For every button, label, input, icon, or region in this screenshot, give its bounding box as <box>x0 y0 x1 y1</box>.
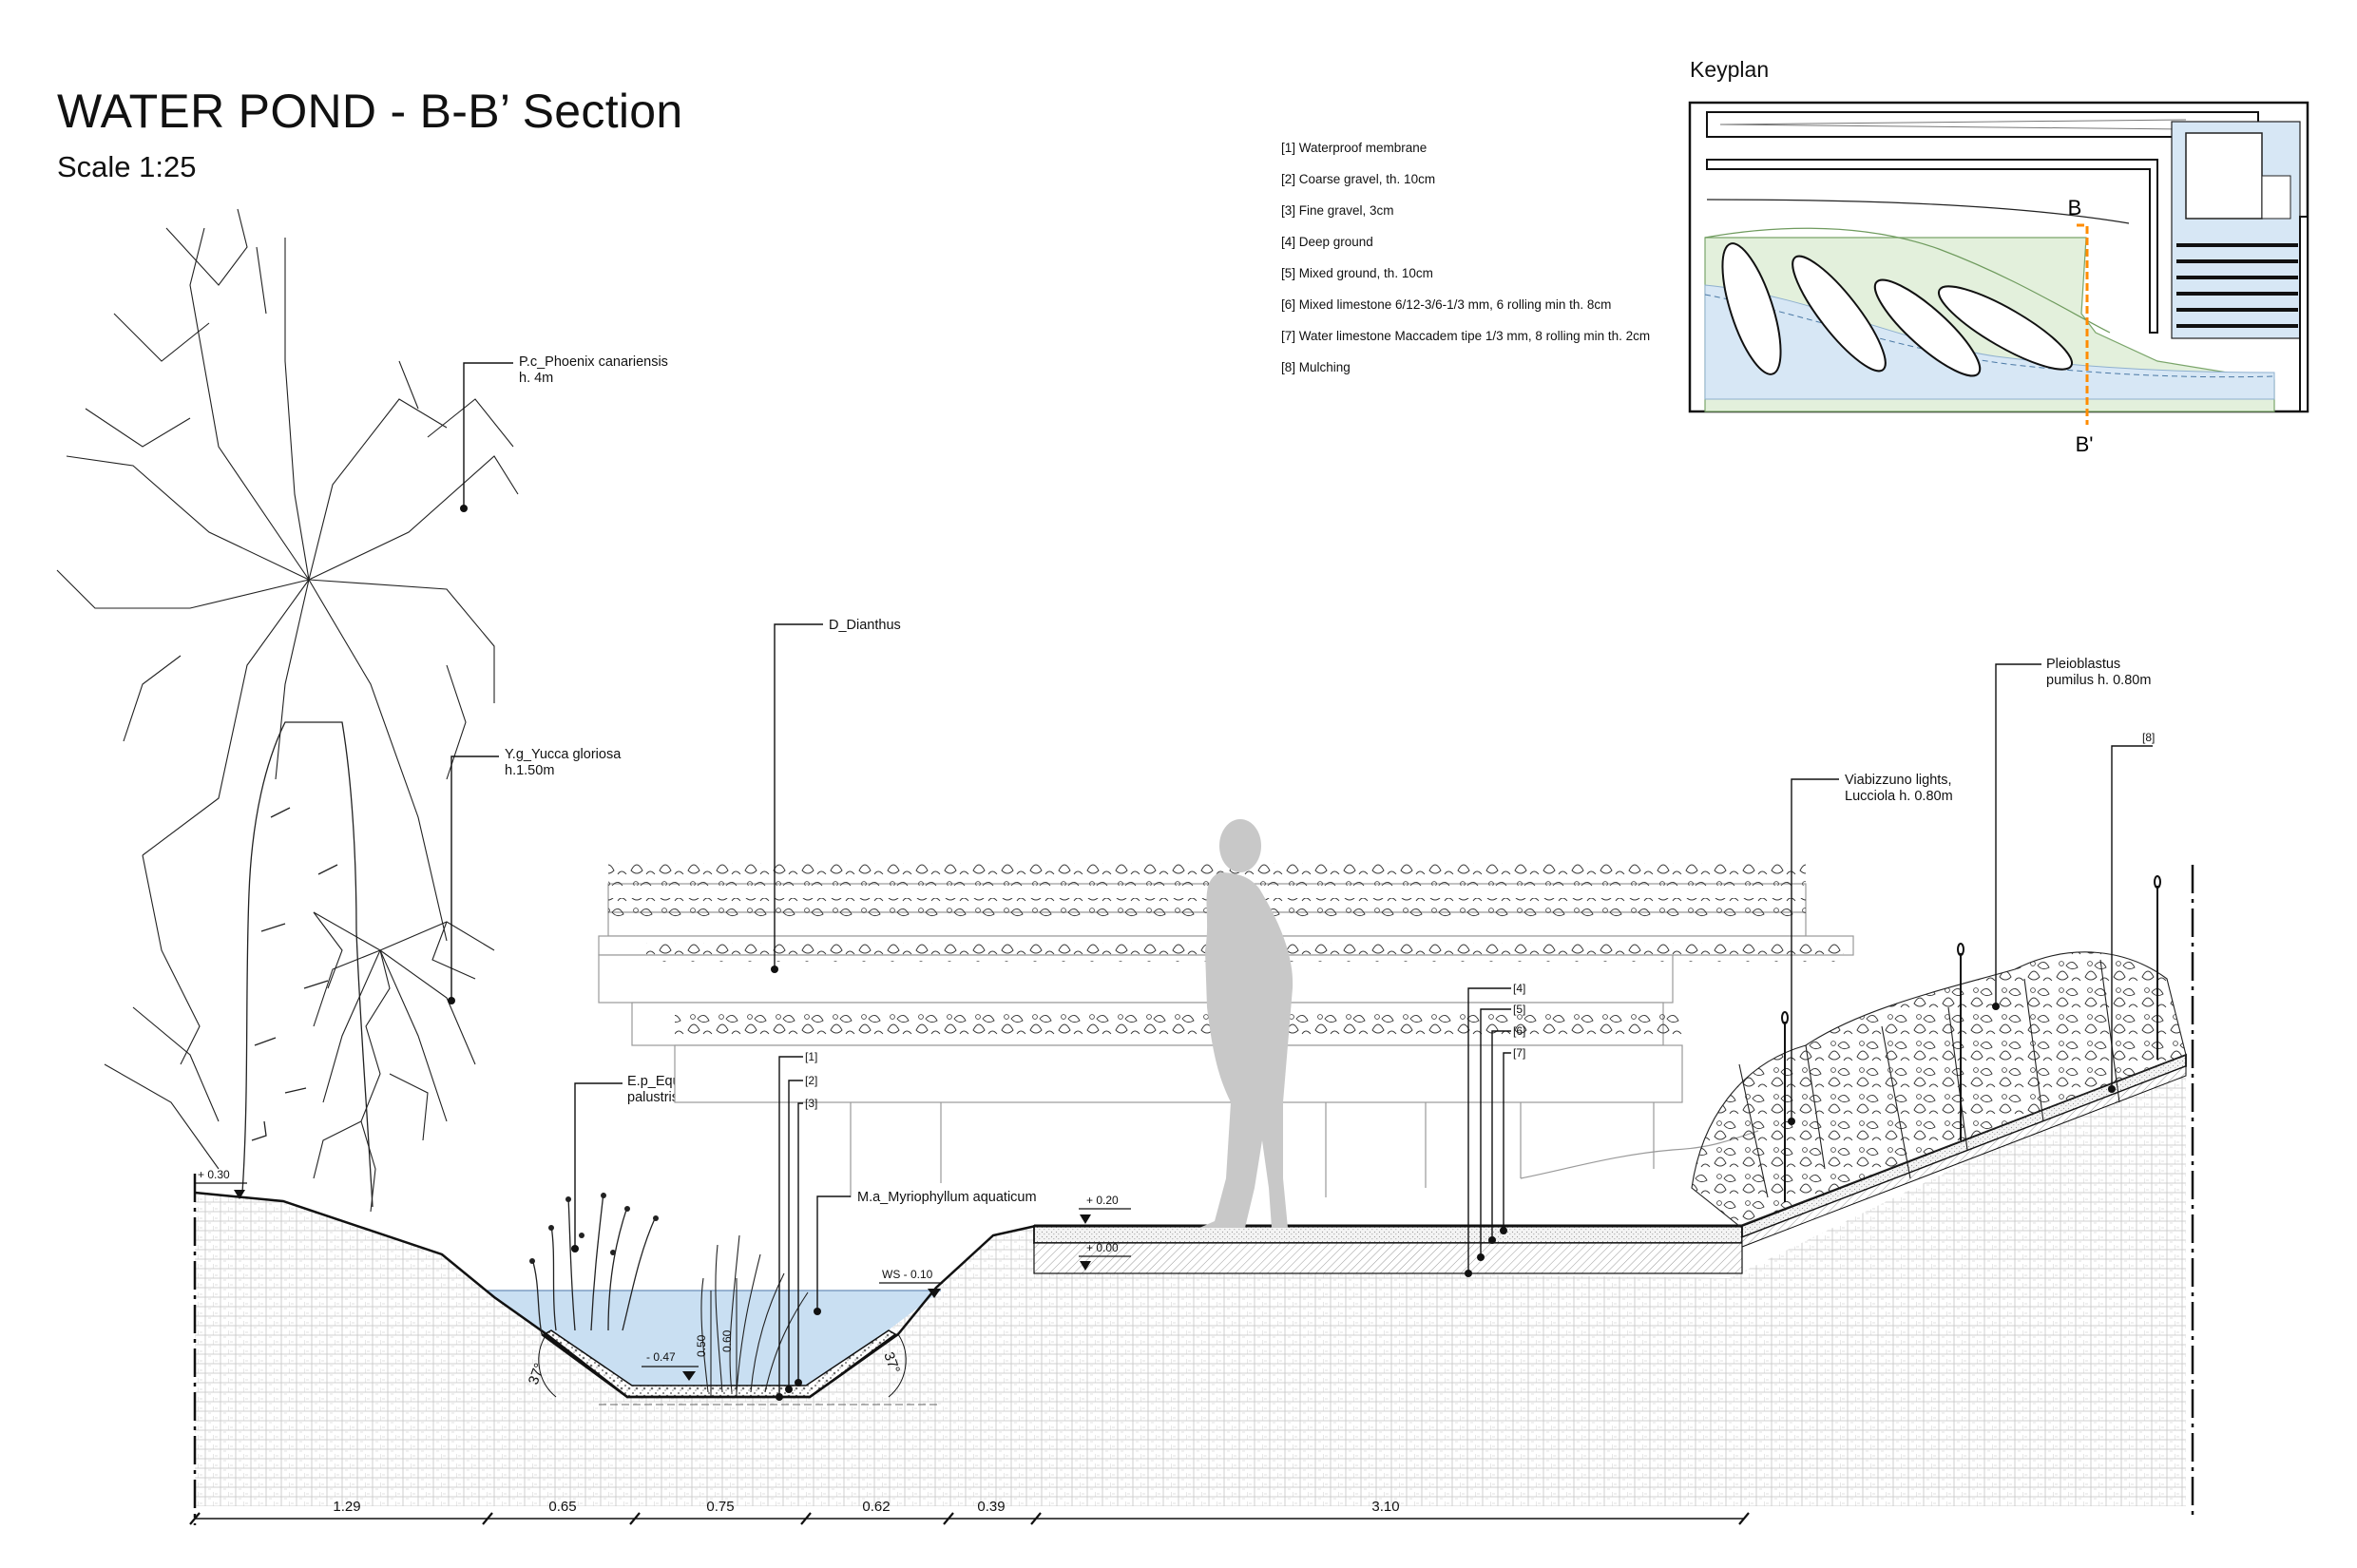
dim-6: 3.10 <box>1371 1499 1399 1515</box>
tag-8: [8] <box>2142 731 2155 744</box>
label-dianthus: D_Dianthus <box>829 618 901 633</box>
tag-5: [5] <box>1513 1003 1525 1016</box>
legend-item: [4] Deep ground <box>1281 235 1373 249</box>
materials-legend: [1] Waterproof membrane [2] Coarse grave… <box>1281 141 1690 392</box>
light-fixtures <box>1781 875 2161 1202</box>
level-markers: + 0.30 + 0.20 + 0.00 WS - 0.10 - 0.47 0.… <box>195 1168 1131 1398</box>
dim-4: 0.62 <box>862 1499 890 1515</box>
keyplan-mark-bottom: B' <box>2076 432 2094 456</box>
label-myriophyllum: M.a_Myriophyllum aquaticum <box>857 1190 1037 1205</box>
level-plus-000: + 0.00 <box>1086 1241 1119 1254</box>
label-pleioblastus: Pleioblastus pumilus h. 0.80m <box>2046 657 2151 689</box>
label-phoenix: P.c_Phoenix canariensis h. 4m <box>519 354 668 387</box>
keyplan-mark-top: B <box>2068 196 2082 220</box>
pleioblastus-drawing <box>1691 951 2187 1227</box>
tag-6: [6] <box>1513 1024 1525 1038</box>
equisetum-drawing <box>529 1192 659 1335</box>
legend-item: [5] Mixed ground, th. 10cm <box>1281 266 1433 280</box>
angle-left: 37° <box>526 1361 548 1386</box>
label-line: Y.g_Yucca gloriosa <box>505 747 622 762</box>
legend-item: [8] Mulching <box>1281 360 1351 374</box>
myriophyllum-drawing <box>700 1234 809 1393</box>
tag-2: [2] <box>805 1074 817 1087</box>
dim-2: 0.65 <box>548 1499 576 1515</box>
label-line: P.c_Phoenix canariensis <box>519 354 668 370</box>
label-line: pumilus h. 0.80m <box>2046 673 2152 688</box>
keyplan-title: Keyplan <box>1690 57 1770 82</box>
ground-section <box>193 865 2194 1525</box>
label-line: h.1.50m <box>505 763 555 778</box>
label-line: h. 4m <box>519 371 554 386</box>
height-050: 0.50 <box>695 1334 708 1357</box>
phoenix-palm-drawing <box>56 208 519 1208</box>
human-figure <box>1199 819 1293 1228</box>
level-minus-047: - 0.47 <box>646 1350 676 1364</box>
level-water-surface: WS - 0.10 <box>882 1268 933 1281</box>
tag-3: [3] <box>805 1097 817 1110</box>
dim-3: 0.75 <box>706 1499 734 1515</box>
tag-4: [4] <box>1513 982 1525 995</box>
leader-dots <box>448 505 2116 1401</box>
label-line: palustris <box>627 1090 679 1105</box>
dim-1: 1.29 <box>333 1499 360 1515</box>
tag-1: [1] <box>805 1050 817 1063</box>
legend-item: [6] Mixed limestone 6/12-3/6-1/3 mm, 6 r… <box>1281 297 1612 312</box>
angle-right: 37° <box>880 1350 903 1376</box>
tag-7: [7] <box>1513 1046 1525 1060</box>
label-lights: Viabizzuno lights, Lucciola h. 0.80m <box>1845 773 1953 805</box>
label-line: Viabizzuno lights, <box>1845 773 1952 788</box>
yucca-drawing <box>313 911 495 1213</box>
label-line: Lucciola h. 0.80m <box>1845 789 1953 804</box>
dimension-line: 1.29 0.65 0.75 0.62 0.39 3.10 <box>189 1499 1750 1525</box>
legend-item: [1] Waterproof membrane <box>1281 141 1428 155</box>
legend-item: [2] Coarse gravel, th. 10cm <box>1281 172 1436 186</box>
level-plus-030: + 0.30 <box>198 1168 230 1181</box>
keyplan: B B' <box>1688 101 2309 456</box>
label-line: Pleioblastus <box>2046 657 2121 672</box>
label-yucca: Y.g_Yucca gloriosa h.1.50m <box>505 747 621 779</box>
legend-item: [3] Fine gravel, 3cm <box>1281 203 1394 218</box>
dim-5: 0.39 <box>977 1499 1005 1515</box>
leader-lines <box>450 362 2153 1397</box>
scale-label: Scale 1:25 <box>57 150 197 183</box>
legend-item: [7] Water limestone Maccadem tipe 1/3 mm… <box>1281 329 1651 343</box>
height-060: 0.60 <box>720 1329 734 1352</box>
level-plus-020: + 0.20 <box>1086 1194 1119 1207</box>
page-title: WATER POND - B-B’ Section <box>57 85 683 138</box>
